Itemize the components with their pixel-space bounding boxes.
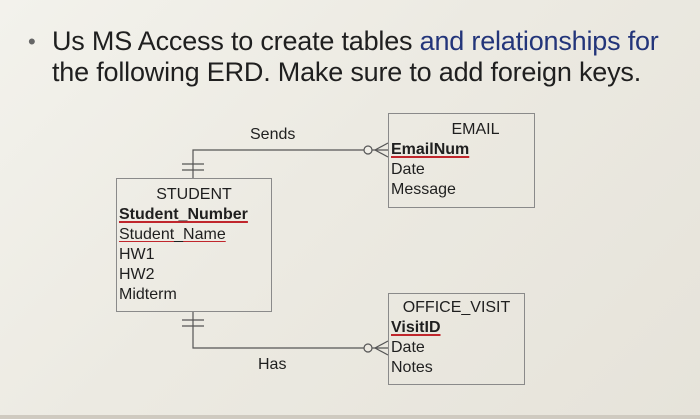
instruction-line-1: Us MS Access to create tables and relati… <box>52 26 688 57</box>
attribute: Student_Name <box>119 226 226 243</box>
bullet-icon: • <box>28 29 36 54</box>
has-connector <box>182 312 389 356</box>
attribute: Date <box>391 161 425 178</box>
primary-key: VisitID <box>391 319 441 336</box>
slide-edge <box>0 415 700 419</box>
instruction-part-1: Us MS Access to create tables <box>52 26 420 56</box>
entity-office-visit: OFFICE_VISIT VisitID Date Notes <box>388 293 525 385</box>
entity-name: EMAIL <box>451 121 500 138</box>
entity-name: OFFICE_VISIT <box>402 299 511 316</box>
entity-student: STUDENT Student_Number Student_Name HW1 … <box>116 178 272 312</box>
instruction-part-2: and relationships for <box>419 26 659 56</box>
attribute: HW2 <box>119 266 155 283</box>
attribute: Notes <box>391 359 433 376</box>
primary-key: EmailNum <box>391 141 470 158</box>
attribute: Midterm <box>119 286 177 303</box>
instruction-text: • Us MS Access to create tables and rela… <box>28 26 688 88</box>
attribute: Date <box>391 339 425 356</box>
attribute: HW1 <box>119 246 155 263</box>
entity-name: STUDENT <box>156 186 232 203</box>
entity-email: EMAIL EmailNum Date Message <box>388 113 535 208</box>
attribute: Message <box>391 181 456 198</box>
relationship-label-sends: Sends <box>250 126 296 143</box>
instruction-line-2: the following ERD. Make sure to add fore… <box>52 57 641 87</box>
primary-key: Student_Number <box>119 206 248 223</box>
relationship-label-has: Has <box>258 356 287 373</box>
sends-connector <box>182 142 389 178</box>
